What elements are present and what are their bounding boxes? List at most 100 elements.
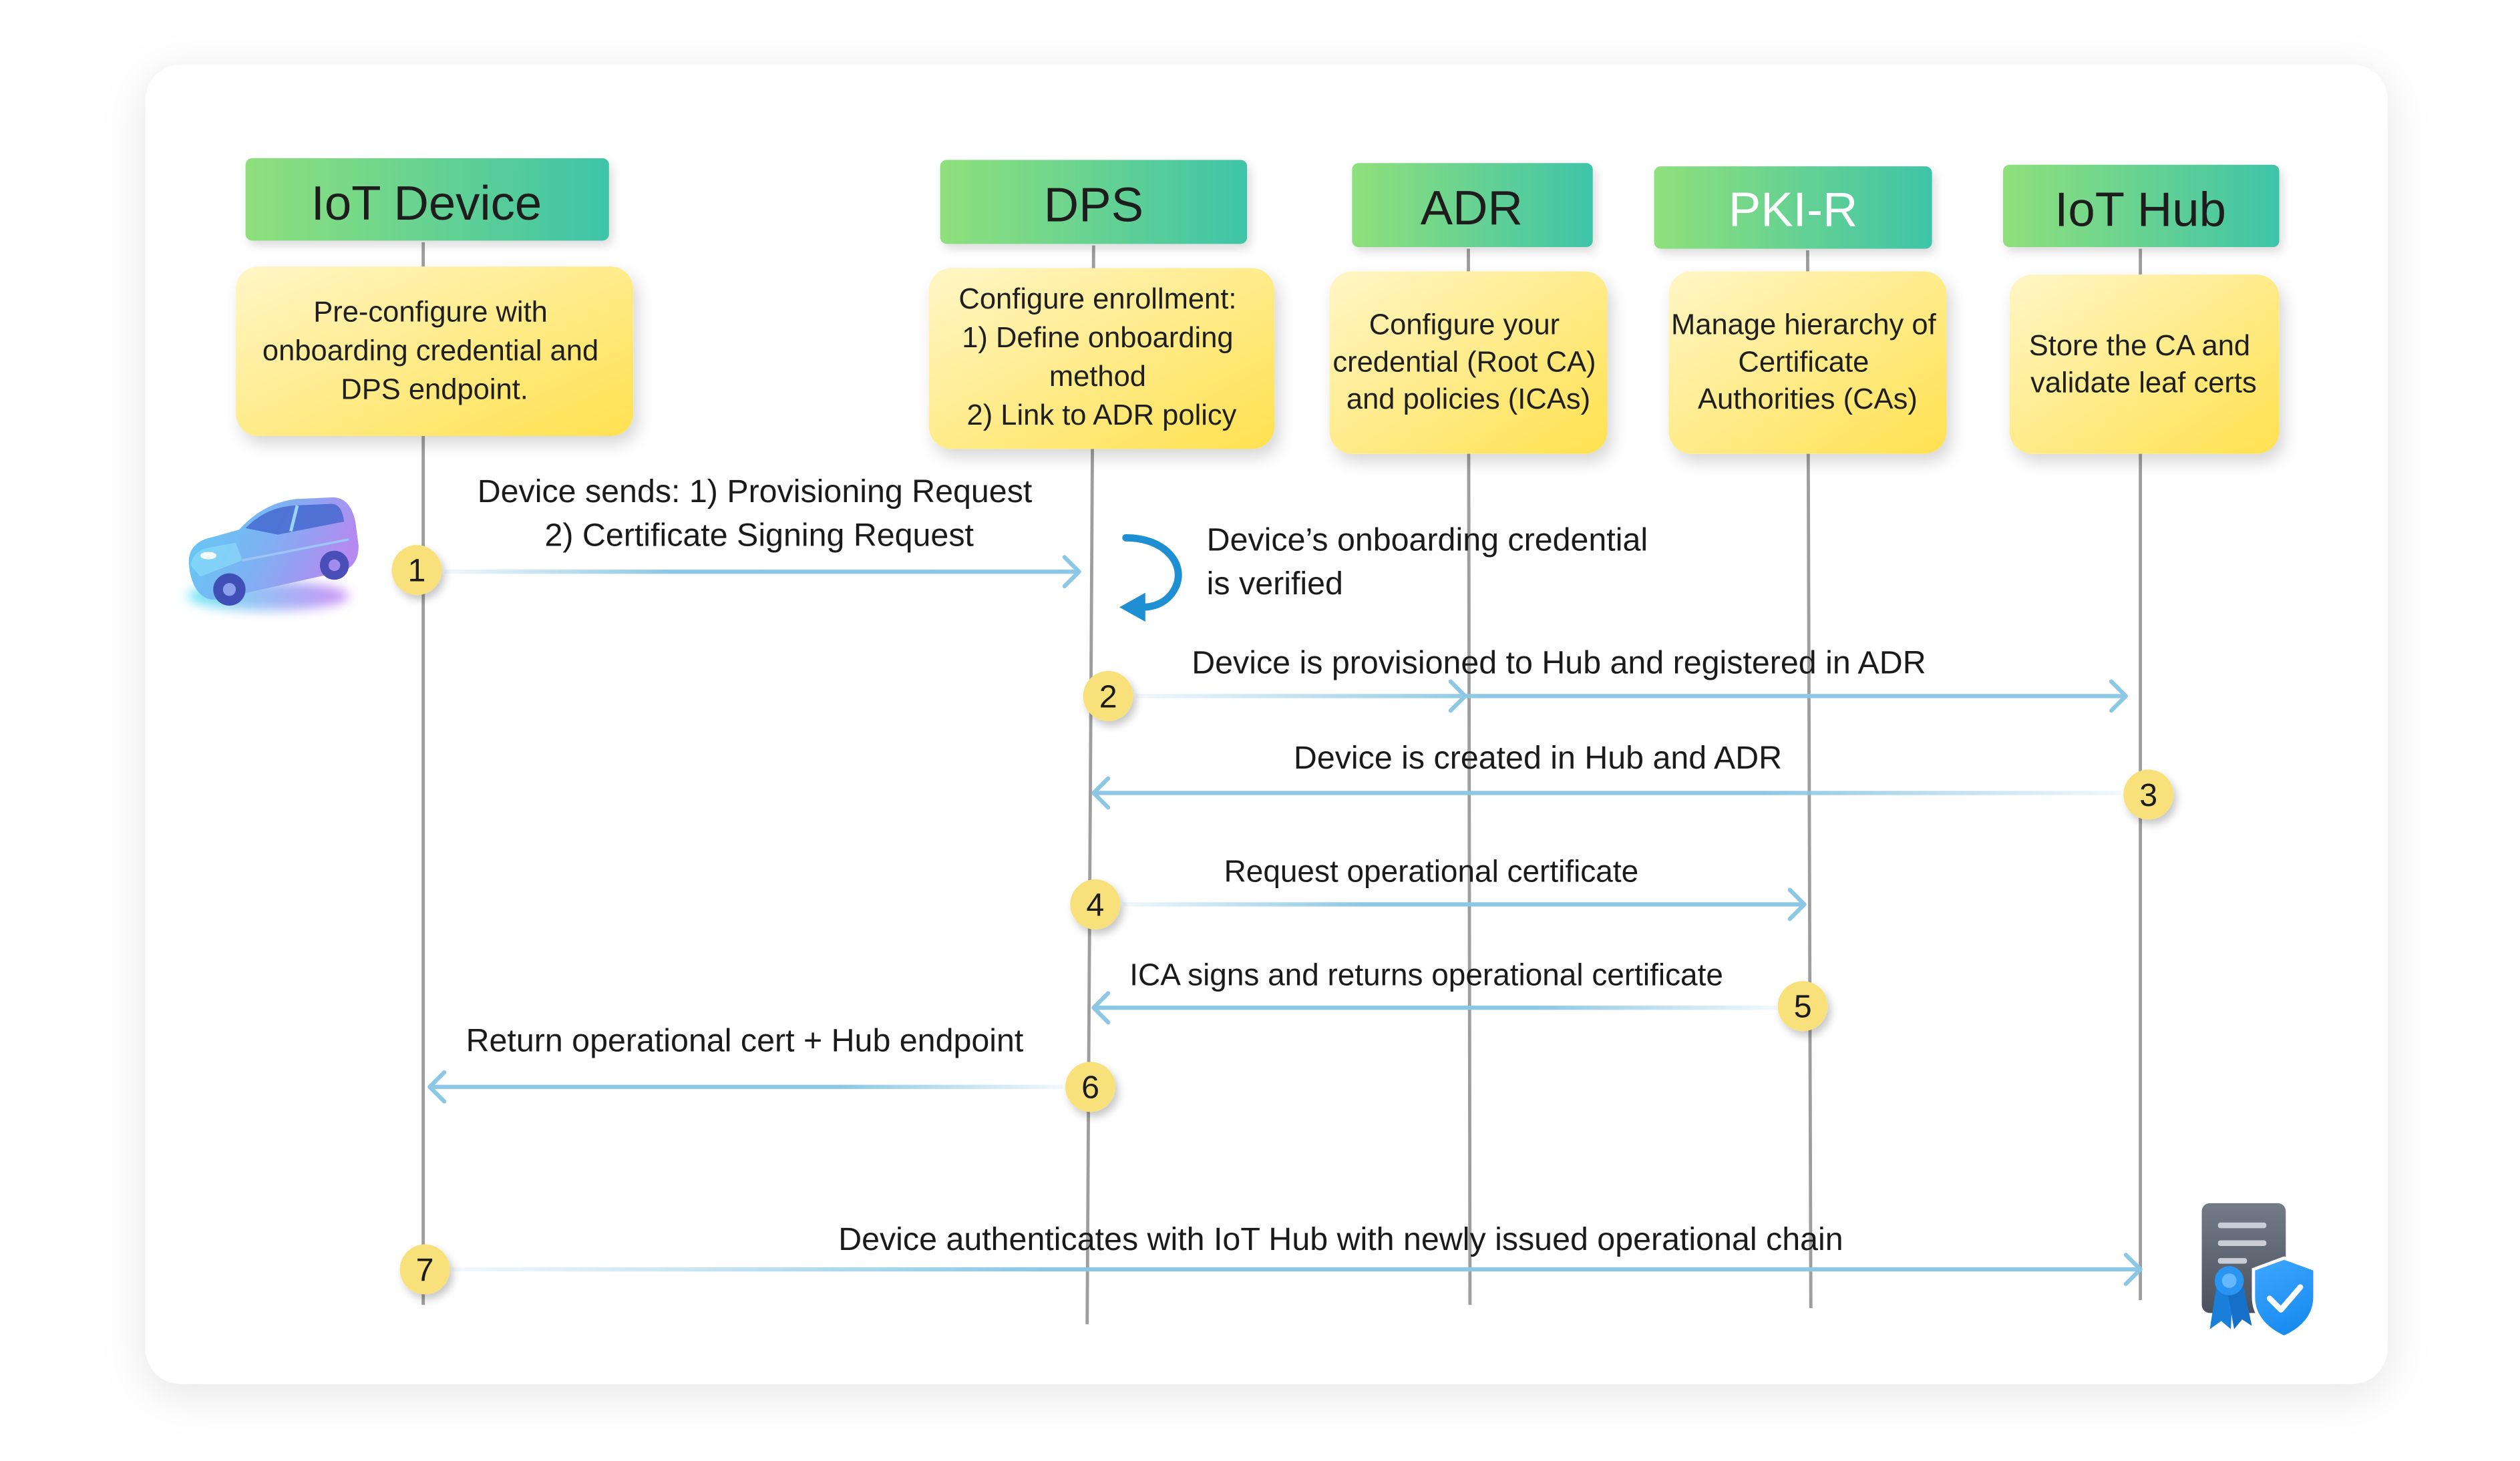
badge-circle <box>1777 981 1828 1032</box>
badge-circle <box>1070 879 1121 929</box>
note-line: validate leaf certs <box>2030 367 2257 399</box>
note-line: credential (Root CA) <box>1332 346 1596 378</box>
badge-circle <box>1065 1062 1116 1112</box>
badge-number: 5 <box>1794 989 1812 1025</box>
participant-adr: ADR <box>1352 163 1593 248</box>
message-2-arrowhead-adr <box>1448 679 1467 713</box>
certificate-ribbon-left <box>2209 1287 2233 1329</box>
note-pki-r: Manage hierarchy of Certificate Authorit… <box>1668 271 1947 454</box>
certificate-line <box>2217 1222 2267 1229</box>
step-4-badge: 4 <box>1070 879 1121 929</box>
message-2-arrow <box>1135 694 2125 698</box>
note-line: DPS endpoint. <box>341 373 528 405</box>
participant-label: IoT Hub <box>2054 183 2226 237</box>
car-headlight <box>200 552 217 560</box>
message-arrows <box>429 570 2141 1272</box>
message-1-arrowhead <box>1062 555 1081 589</box>
note-box <box>928 268 1275 449</box>
note-text: Store the CA and validate leaf certs <box>2029 330 2259 399</box>
participant-iot-device: IoT Device <box>245 158 609 241</box>
note-line: Configure your <box>1369 309 1560 341</box>
message-1-line: Device sends: 1) Provisioning Request <box>478 473 1033 509</box>
badge-number: 1 <box>408 553 426 589</box>
message-5-arrowhead <box>1091 991 1111 1025</box>
note-box <box>1329 271 1608 454</box>
badge-number: 7 <box>416 1252 434 1288</box>
arrowheads <box>427 555 2143 1286</box>
message-7-arrow <box>452 1267 2141 1272</box>
message-6-arrowhead <box>427 1070 447 1104</box>
note-text: Manage hierarchy of Certificate Authorit… <box>1671 309 1944 415</box>
badge-circle <box>399 1244 450 1295</box>
note-dps: Configure enrollment: 1) Define onboardi… <box>928 268 1275 449</box>
verification-note: Device’s onboarding credential is verifi… <box>1207 522 1657 602</box>
note-text: Configure your credential (Root CA) and … <box>1332 309 1604 415</box>
message-2-arrowhead-hub <box>2109 679 2129 713</box>
message-2-label: Device is provisioned to Hub and registe… <box>1192 645 1926 681</box>
participant-iot-hub: IoT Hub <box>2003 164 2280 248</box>
car-front <box>190 542 242 577</box>
message-1-line: 2) Certificate Signing Request <box>545 517 974 553</box>
participant-header-box <box>1352 163 1593 248</box>
certificate-line <box>2217 1240 2267 1246</box>
note-text: Pre-configure with onboarding credential… <box>262 296 606 405</box>
car-icon <box>187 497 359 611</box>
message-3-arrow <box>1093 791 2121 795</box>
certificate-icon <box>2201 1203 2317 1339</box>
note-line: onboarding credential and <box>262 335 598 367</box>
refresh-arrow-curve <box>1122 534 1182 611</box>
participant-label: PKI-R <box>1729 183 1857 237</box>
message-4-arrow <box>1122 902 1805 907</box>
participant-dps: DPS <box>940 160 1248 244</box>
step-1-badge: 1 <box>391 545 442 596</box>
note-box <box>236 266 634 437</box>
note-line: Store the CA and <box>2029 330 2250 362</box>
message-1-label: Device sends: 1) Provisioning Request 2)… <box>478 473 1041 553</box>
message-4-arrowhead <box>1787 887 1807 921</box>
participant-header-box <box>245 158 609 241</box>
refresh-arrow-head <box>1119 592 1145 622</box>
message-5-arrow <box>1093 1006 1777 1010</box>
message-5-label: ICA signs and returns operational certif… <box>1129 957 1723 992</box>
badge-circle <box>2123 769 2174 820</box>
message-3-arrowhead <box>1091 776 1111 810</box>
note-line: Pre-configure with <box>313 296 548 328</box>
badge-circle <box>391 545 442 596</box>
step-6-badge: 6 <box>1065 1062 1116 1112</box>
note-line: Certificate <box>1738 346 1869 378</box>
participant-label: ADR <box>1421 181 1523 235</box>
note-line: Authorities (CAs) <box>1698 383 1918 415</box>
participant-header-box <box>1654 166 1932 249</box>
participant-label: DPS <box>1044 178 1143 232</box>
note-iot-device: Pre-configure with onboarding credential… <box>236 266 634 437</box>
note-adr: Configure your credential (Root CA) and … <box>1329 271 1608 454</box>
participant-pki-r: PKI-R <box>1654 166 1932 249</box>
car-pillar <box>289 505 299 532</box>
badge-number: 4 <box>1086 887 1104 923</box>
note-line: 1) Define onboarding <box>962 322 1233 354</box>
badge-number: 6 <box>1081 1070 1099 1106</box>
shield-icon <box>2252 1256 2317 1339</box>
note-line: Manage hierarchy of <box>1671 309 1937 341</box>
note-line: method <box>1049 361 1146 393</box>
diagram-card <box>145 64 2388 1384</box>
refresh-arrow-icon <box>1119 534 1182 622</box>
note-box <box>1668 271 1947 454</box>
message-1-arrow <box>444 570 1078 574</box>
verification-note-line: is verified <box>1207 566 1343 602</box>
participant-header-box <box>940 160 1248 244</box>
verification-note-line: Device’s onboarding credential <box>1207 522 1648 558</box>
check-icon <box>2266 1284 2304 1313</box>
step-7-badge: 7 <box>399 1244 450 1295</box>
participant-label: IoT Device <box>311 176 542 230</box>
note-line: Configure enrollment: <box>958 283 1236 315</box>
note-line: and policies (ICAs) <box>1346 383 1590 415</box>
certificate-medal-inner <box>2221 1273 2237 1288</box>
step-2-badge: 2 <box>1083 670 1133 721</box>
certificate-ribbon-right <box>2227 1287 2252 1329</box>
badge-number: 2 <box>1099 678 1117 714</box>
certificate-line <box>2217 1258 2247 1264</box>
message-6-label: Return operational cert + Hub endpoint <box>466 1023 1024 1059</box>
participant-header-box <box>2003 164 2280 248</box>
